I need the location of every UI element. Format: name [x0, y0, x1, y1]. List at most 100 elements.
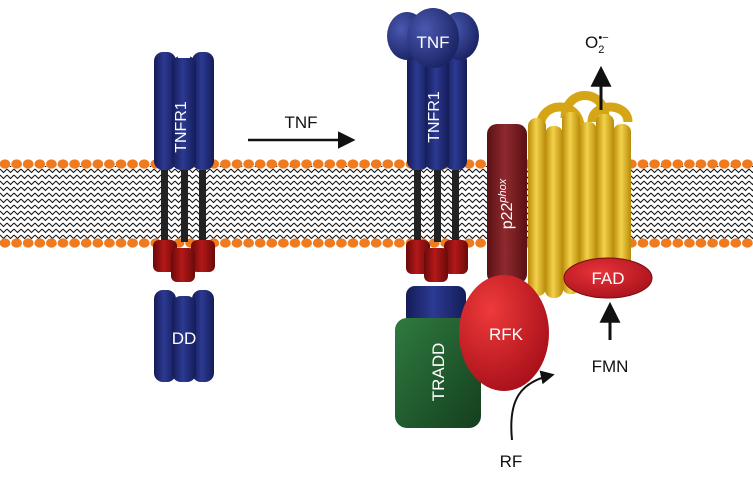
- lipid-head: [394, 159, 405, 169]
- lipid-head: [730, 238, 742, 248]
- p22phox-label: p22phox: [497, 178, 516, 229]
- tnfr1-left-column-3: [192, 52, 214, 170]
- lipid-head: [34, 238, 46, 248]
- lipid-head: [278, 238, 289, 248]
- lipid-head: [127, 238, 138, 248]
- rfk-ellipse: [459, 275, 549, 391]
- tnfr1-left-tm-2: [181, 170, 188, 242]
- lipid-head: [22, 159, 34, 169]
- lipid-head: [266, 238, 278, 248]
- nox-helix-5: [596, 114, 614, 292]
- lipid-head: [336, 238, 347, 248]
- lipid-head: [254, 159, 266, 169]
- membrane-bilayer: [0, 159, 753, 248]
- tnfr1-right-column-2: [425, 56, 449, 170]
- dd-column-2: [172, 296, 196, 382]
- lipid-head: [301, 238, 312, 248]
- tnfr1-right-tm-3: [452, 170, 459, 242]
- lipid-head: [231, 238, 243, 248]
- lipid-head: [138, 159, 150, 169]
- lipid-head: [684, 238, 695, 248]
- lipid-head: [347, 159, 359, 169]
- lipid-head: [637, 238, 649, 248]
- lipid-head: [34, 159, 46, 169]
- tnfr1-right-red-2: [424, 248, 448, 282]
- lipid-head: [289, 159, 301, 169]
- lipid-head: [220, 159, 231, 169]
- dd-column-1: [154, 290, 176, 382]
- lipid-head: [370, 238, 382, 248]
- fad: FAD: [563, 257, 653, 299]
- lipid-head: [46, 159, 57, 169]
- tnfr1-right-column-3: [445, 52, 467, 170]
- dd-column-3: [192, 290, 214, 382]
- superoxide-base: O: [585, 33, 598, 52]
- tradd-label: TRADD: [429, 343, 448, 402]
- p22phox: p22phox: [487, 124, 527, 284]
- fmn-input: FMN: [592, 301, 629, 376]
- lipid-head: [324, 159, 336, 169]
- tradd: TRADD: [395, 318, 481, 428]
- lipid-heads-outer: [0, 159, 753, 169]
- lipid-head: [742, 159, 753, 169]
- lipid-head: [104, 159, 115, 169]
- rf-label: RF: [500, 452, 523, 471]
- lipid-head: [707, 238, 718, 248]
- lipid-head: [359, 159, 370, 169]
- tnfr1-left-tm-1: [161, 170, 168, 242]
- fmn-label: FMN: [592, 357, 629, 376]
- tnfr1-left-red-3: [191, 240, 215, 272]
- tnf-arrow-label: TNF: [284, 113, 317, 132]
- lipid-head: [660, 238, 672, 248]
- lipid-head: [254, 238, 266, 248]
- fad-label: FAD: [591, 269, 624, 288]
- lipid-head: [278, 159, 289, 169]
- lipid-head: [220, 238, 231, 248]
- lipid-head: [660, 159, 672, 169]
- lipid-head: [684, 159, 695, 169]
- tnfr1-right-column-1: [407, 52, 429, 170]
- lipid-head: [707, 159, 718, 169]
- lipid-head: [718, 159, 730, 169]
- nox-helix-1: [528, 118, 546, 296]
- tnfr1-right-label: TNFR1: [426, 91, 443, 143]
- lipid-head: [359, 238, 370, 248]
- nox-helix-3: [562, 112, 580, 294]
- lipid-head: [394, 238, 405, 248]
- lipid-head: [104, 238, 115, 248]
- dd-label: DD: [172, 329, 197, 348]
- lipid-head: [382, 238, 394, 248]
- lipid-head: [370, 159, 382, 169]
- lipid-head: [69, 238, 80, 248]
- tnfr1-left-label: TNFR1: [173, 101, 190, 153]
- tnf-addition-arrow: TNF: [248, 113, 356, 149]
- tnfr1-right-red-3: [444, 240, 468, 274]
- lipid-head: [231, 159, 243, 169]
- lipid-head: [695, 238, 707, 248]
- lipid-head: [92, 159, 104, 169]
- fad-ellipse: [563, 257, 653, 299]
- lipid-head: [695, 159, 707, 169]
- lipid-head: [649, 159, 660, 169]
- lipid-head: [115, 238, 127, 248]
- lipid-head: [0, 238, 11, 248]
- p22phox-label-sup: phox: [497, 178, 509, 203]
- nox-loop-3: [587, 102, 633, 123]
- nox-complex: [528, 91, 633, 298]
- lipid-head: [336, 159, 347, 169]
- lipid-head: [243, 159, 255, 169]
- tnfr1-left-column-1: [154, 52, 176, 170]
- lipid-head: [347, 238, 359, 248]
- tradd-box: [395, 318, 481, 428]
- lipid-head: [0, 159, 11, 169]
- lipid-heads-inner: [0, 238, 753, 248]
- lipid-head: [289, 238, 301, 248]
- lipid-head: [69, 159, 80, 169]
- lipid-head: [57, 159, 69, 169]
- lipid-head: [22, 238, 34, 248]
- lipid-head: [324, 238, 336, 248]
- lipid-head: [46, 238, 57, 248]
- tnfr1-right-death-domain: [406, 286, 466, 326]
- tnfr1-left-tm-3: [199, 170, 206, 242]
